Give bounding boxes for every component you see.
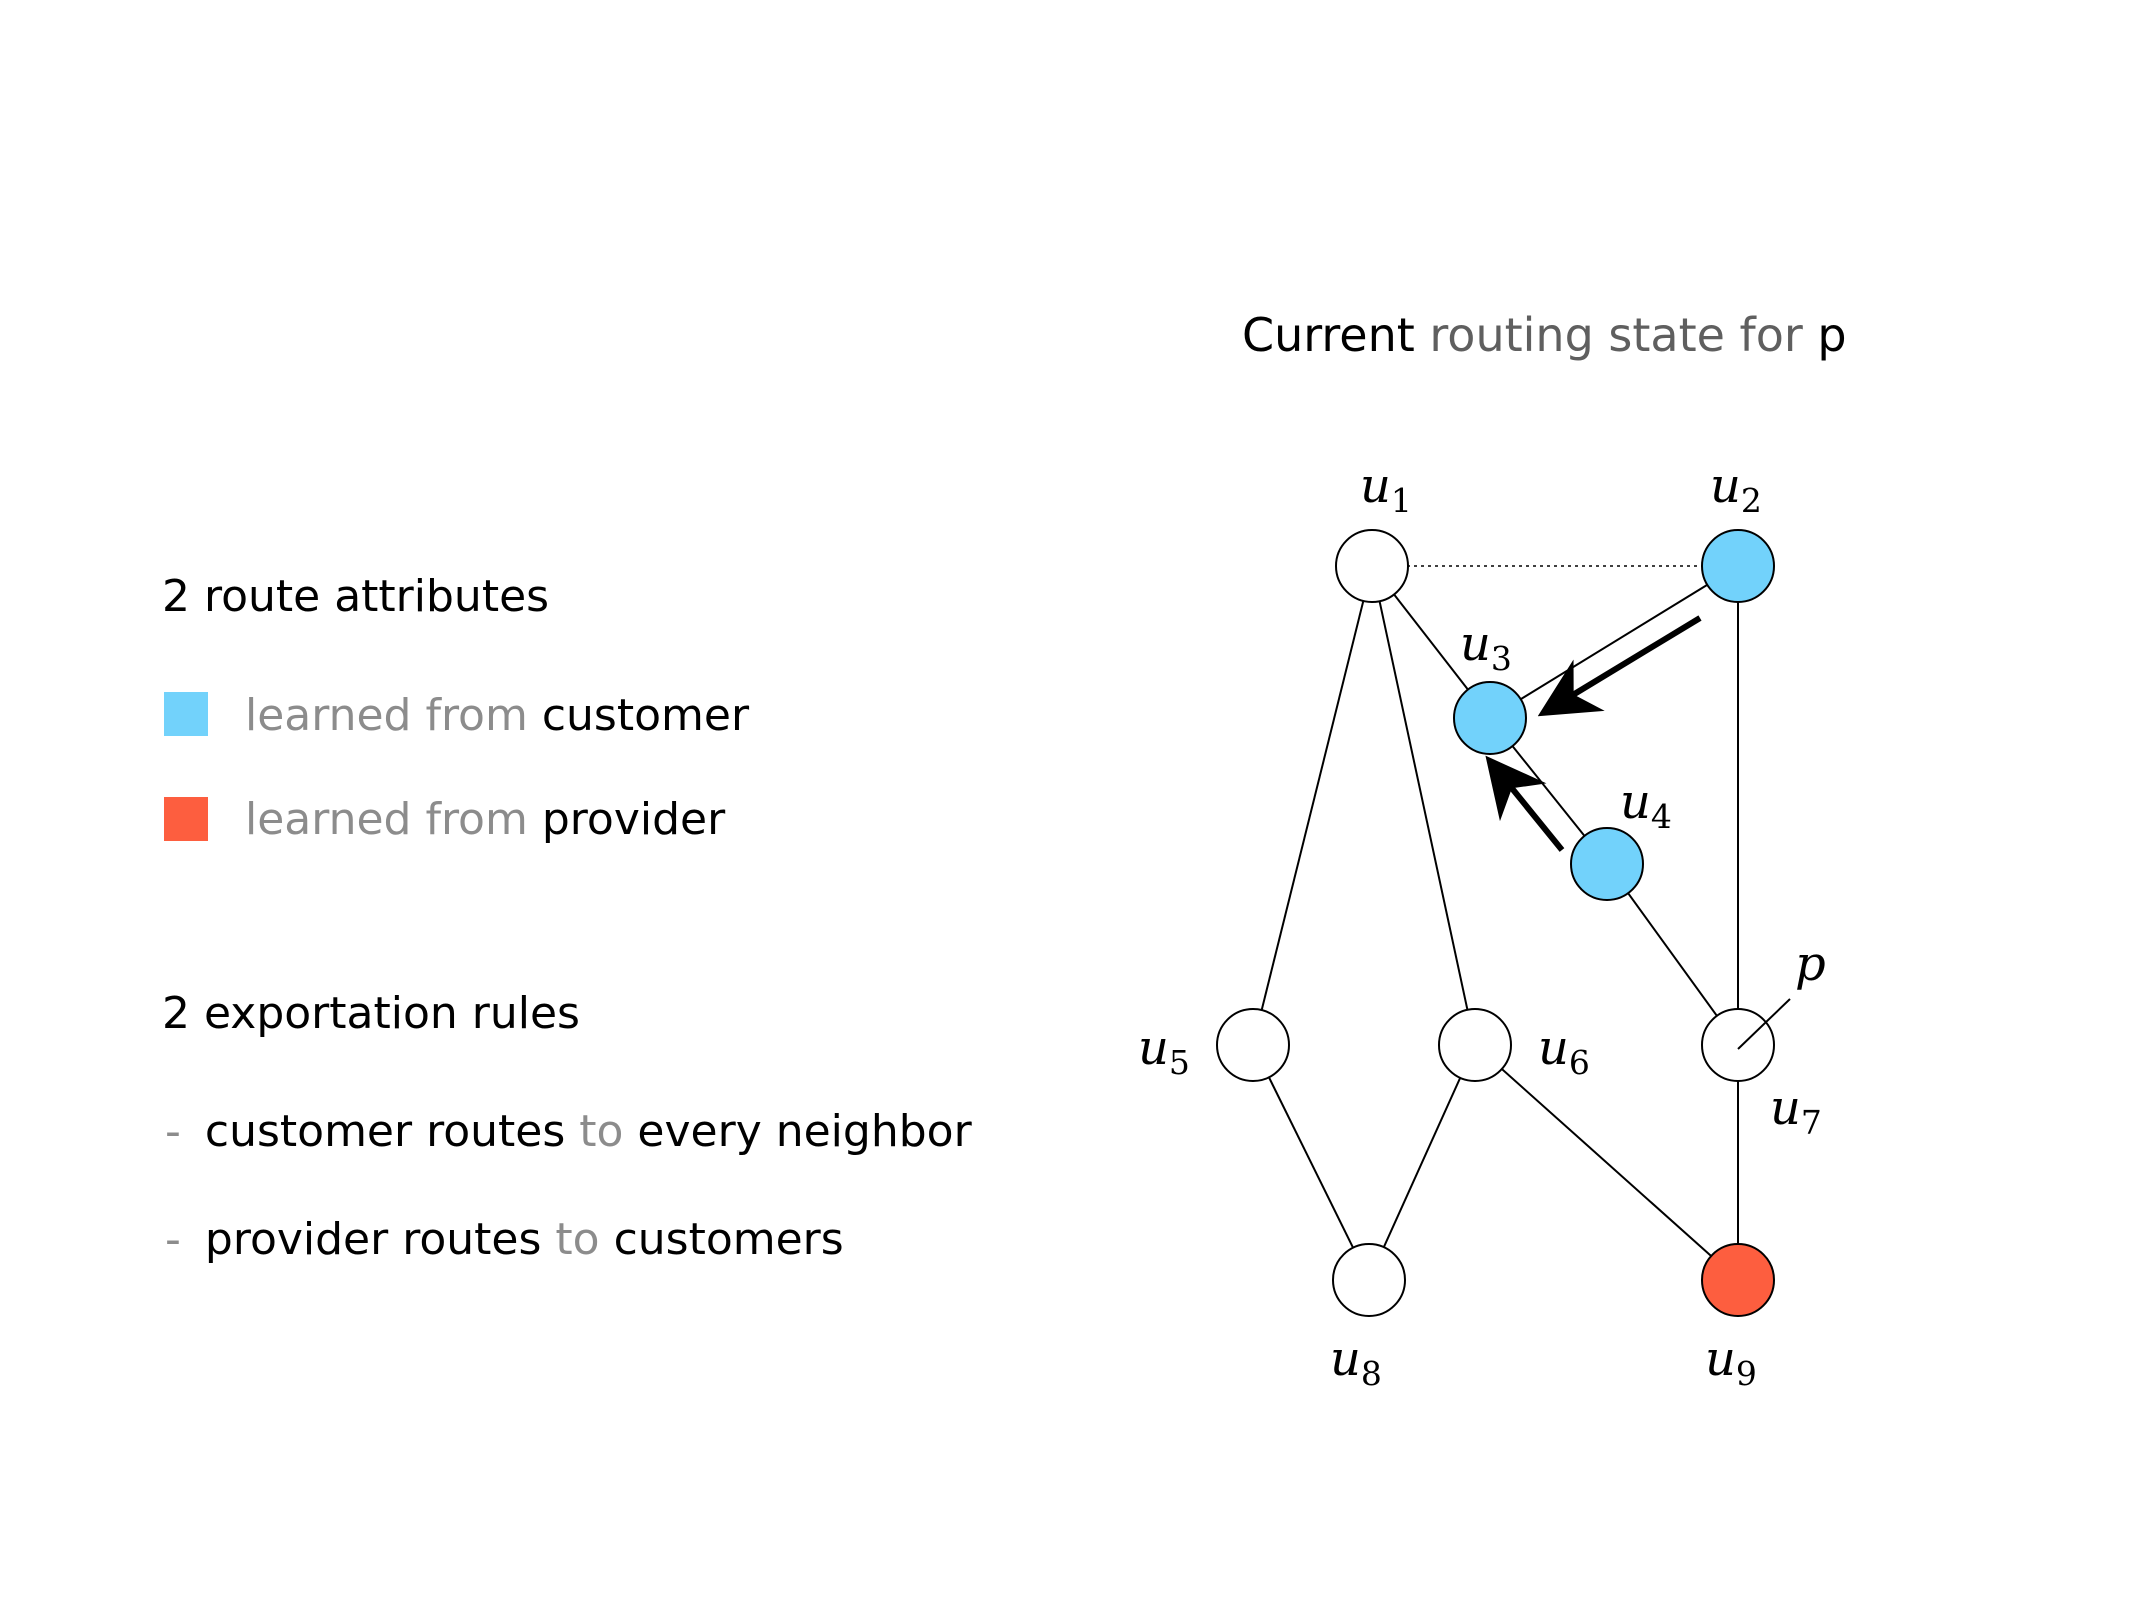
route-arrows-layer <box>1485 615 1702 852</box>
customer-attribute-label: learned from customer <box>245 690 750 741</box>
node-u7 <box>1701 1008 1775 1082</box>
edge-u2-u3 <box>1489 565 1739 719</box>
label-u4: u4 <box>1620 774 1672 836</box>
rule-provider-routes: - provider routes to customers <box>165 1214 844 1265</box>
provider-swatch <box>164 797 208 841</box>
title-current: Current <box>1242 308 1415 362</box>
node-u3 <box>1453 681 1527 755</box>
node-u9 <box>1701 1243 1775 1317</box>
label-u5: u5 <box>1138 1020 1190 1082</box>
edge-u5-u8 <box>1252 1044 1370 1281</box>
attributes-heading: 2 route attributes <box>162 571 550 622</box>
rule-customer-routes: - customer routes to every neighbor <box>165 1106 972 1157</box>
route-arrow-u2-u3 <box>1537 615 1702 717</box>
edge-u6-u8 <box>1368 1044 1476 1281</box>
diagram-title: Current routing state for p <box>1242 312 1847 358</box>
node-u1 <box>1335 529 1409 603</box>
prefix-label-p: p <box>1795 936 1826 992</box>
rules-heading: 2 exportation rules <box>162 988 580 1039</box>
edge-u4-u7 <box>1606 863 1739 1046</box>
node-u5 <box>1216 1008 1290 1082</box>
edge-u1-u6 <box>1371 565 1476 1046</box>
edges-layer <box>1252 565 1739 1281</box>
labels-layer: u1 u2 u3 u4 u5 u6 u7 u8 u9 p <box>1138 458 1826 1393</box>
nodes-layer <box>1216 529 1775 1317</box>
label-u9: u9 <box>1705 1331 1757 1393</box>
node-u6 <box>1438 1008 1512 1082</box>
label-u3: u3 <box>1460 616 1512 678</box>
title-prefix: p <box>1817 308 1847 362</box>
edge-u1-u5 <box>1252 565 1373 1046</box>
route-arrow-u4-u3 <box>1485 755 1565 852</box>
provider-attribute-label: learned from provider <box>245 794 726 845</box>
label-u6: u6 <box>1538 1020 1590 1082</box>
label-u7: u7 <box>1770 1080 1822 1142</box>
prefix-pointer-line <box>1737 998 1791 1050</box>
node-u4 <box>1570 827 1644 901</box>
customer-swatch <box>164 692 208 736</box>
label-u1: u1 <box>1360 458 1412 520</box>
label-u8: u8 <box>1330 1331 1382 1393</box>
edge-u6-u9 <box>1474 1044 1739 1281</box>
node-u2 <box>1701 529 1775 603</box>
node-u8 <box>1332 1243 1406 1317</box>
title-routing-state: routing state for <box>1429 308 1803 362</box>
label-u2: u2 <box>1710 458 1762 520</box>
